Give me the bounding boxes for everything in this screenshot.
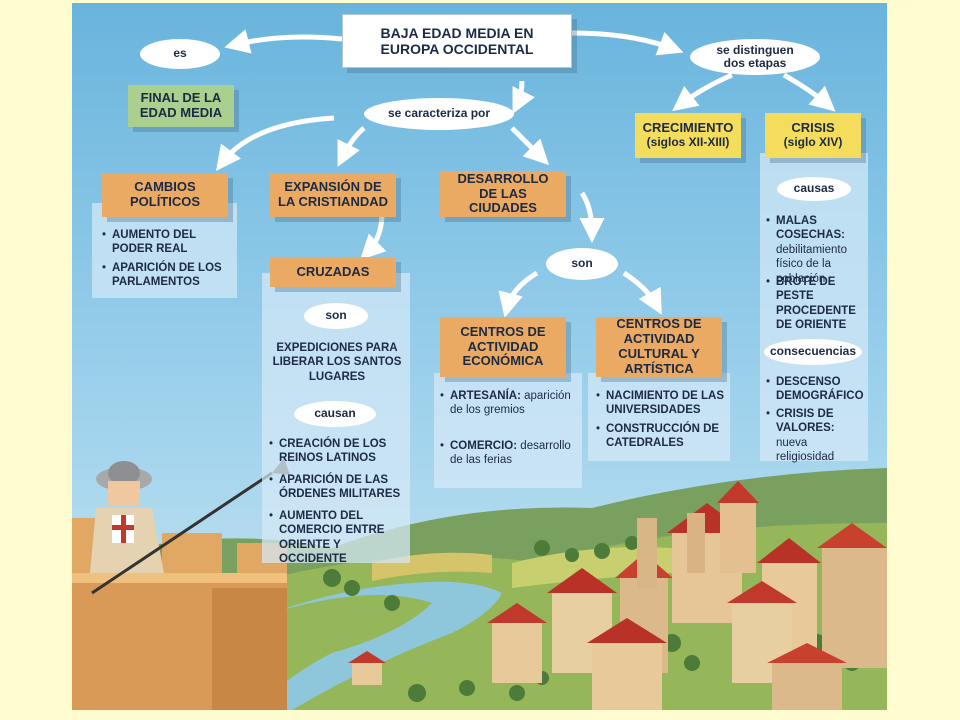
link-son-cruzadas: son	[304, 303, 368, 329]
centros-cultural-box: CENTROS DE ACTIVIDAD CULTURAL Y ARTÍSTIC…	[596, 316, 722, 377]
cruzadas-box: CRUZADAS	[270, 257, 396, 287]
link-se-distinguen: se distinguen dos etapas	[690, 39, 820, 75]
cruzadas-efecto-1: CREACIÓN DE LOS REINOS LATINOS	[269, 437, 407, 466]
economica-item-1: ARTESANÍA: aparición de los gremios	[440, 389, 575, 418]
desarrollo-ciudades-box: DESARROLLO DE LAS CIUDADES	[440, 171, 566, 217]
cruzadas-efecto-2: APARICIÓN DE LAS ÓRDENES MILITARES	[269, 473, 407, 502]
expansion-cristiandad-box: EXPANSIÓN DE LA CRISTIANDAD	[270, 173, 396, 217]
connector-arrows	[215, 29, 836, 318]
economica-item-2: COMERCIO: desarrollo de las ferias	[440, 439, 575, 468]
medieval-landscape-illustration	[72, 458, 887, 710]
cultural-item-2: CONSTRUCCIÓN DE CATEDRALES	[596, 422, 726, 451]
link-causan: causan	[294, 401, 376, 427]
link-causas: causas	[777, 177, 851, 201]
final-edad-media-box: FINAL DE LA EDAD MEDIA	[128, 85, 234, 127]
crisis-box: CRISIS (siglo XIV)	[765, 113, 861, 158]
cruzadas-efecto-3: AUMENTO DEL COMERCIO ENTRE ORIENTE Y OCC…	[269, 509, 407, 567]
cruzadas-definicion: EXPEDICIONES PARA LIBERAR LOS SANTOS LUG…	[272, 342, 402, 383]
cambios-item-2: APARICIÓN DE LOS PARLAMENTOS	[102, 261, 232, 290]
link-son-ciudades: son	[546, 248, 618, 280]
link-es: es	[140, 39, 220, 69]
crisis-consecuencia-2: CRISIS DE VALORES: nueva religiosidad	[766, 407, 868, 465]
crisis-consecuencia-1: DESCENSO DEMOGRÁFICO	[766, 375, 868, 404]
root-concept-box: BAJA EDAD MEDIA EN EUROPA OCCIDENTAL	[342, 14, 572, 68]
link-se-caracteriza: se caracteriza por	[364, 98, 514, 130]
crecimiento-box: CRECIMIENTO (siglos XII-XIII)	[635, 113, 741, 158]
cambios-politicos-box: CAMBIOS POLÍTICOS	[102, 173, 228, 217]
root-concept-label: BAJA EDAD MEDIA EN EUROPA OCCIDENTAL	[380, 24, 534, 57]
cambios-item-1: AUMENTO DEL PODER REAL	[102, 228, 232, 257]
cultural-item-1: NACIMIENTO DE LAS UNIVERSIDADES	[596, 389, 726, 418]
concept-map-panel: BAJA EDAD MEDIA EN EUROPA OCCIDENTAL es …	[72, 3, 887, 710]
crisis-causa-2: BROTE DE PESTE PROCEDENTE DE ORIENTE	[766, 275, 868, 333]
link-consecuencias: consecuencias	[764, 339, 862, 365]
centros-economica-box: CENTROS DE ACTIVIDAD ECONÓMICA	[440, 317, 566, 377]
